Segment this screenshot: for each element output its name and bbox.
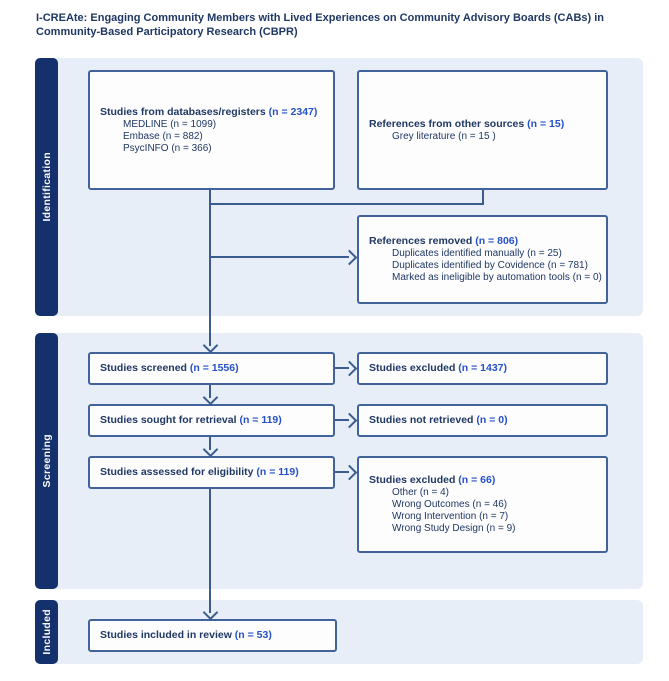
box-studies-from-databases-heading: Studies from databases/registers (n = 23…: [100, 106, 333, 119]
box-studies-screened-count: (n = 1556): [189, 362, 239, 374]
database-item-embase: Embase (n = 882): [123, 130, 203, 142]
box-studies-assessed-eligibility-label: Studies assessed for eligibility: [100, 466, 254, 478]
connector-databases-down: [209, 190, 211, 204]
box-studies-sought-retrieval-count: (n = 119): [239, 414, 282, 426]
box-studies-sought-retrieval: Studies sought for retrieval (n = 119): [88, 404, 335, 437]
included-stage-label: Included: [40, 609, 53, 655]
box-studies-assessed-eligibility-count: (n = 119): [256, 466, 299, 478]
connector-to-screened-line: [209, 203, 211, 346]
box-references-removed-count: (n = 806): [475, 235, 519, 247]
box-studies-screened: Studies screened (n = 1556): [88, 352, 335, 385]
box-studies-from-databases: Studies from databases/registers (n = 23…: [88, 70, 335, 190]
box-studies-included-review-label: Studies included in review: [100, 629, 232, 641]
box-studies-excluded-eligibility-label: Studies excluded: [369, 474, 456, 486]
excluded-item-wrong-outcomes: Wrong Outcomes (n = 46): [392, 499, 508, 510]
box-studies-excluded-eligibility-heading: Studies excluded (n = 66): [369, 474, 606, 487]
removed-item-duplicates-manual: Duplicates identified manually (n = 25): [392, 248, 562, 259]
box-studies-screened-label: Studies screened: [100, 362, 187, 374]
connector-screened-to-excluded-line: [335, 367, 349, 369]
other-sources-item-grey-literature: Grey literature (n = 15 ): [392, 130, 496, 142]
box-studies-not-retrieved-heading: Studies not retrieved (n = 0): [369, 414, 606, 427]
screening-stage-bar: Screening: [35, 333, 58, 589]
box-references-other-sources: References from other sources (n = 15) G…: [357, 70, 608, 190]
diagram-title: I-CREAte: Engaging Community Members wit…: [36, 11, 636, 39]
database-item-psycinfo: PsycINFO (n = 366): [123, 142, 212, 154]
box-studies-excluded-screening-heading: Studies excluded (n = 1437): [369, 362, 606, 375]
box-studies-excluded-screening-count: (n = 1437): [458, 362, 508, 374]
identification-stage-label: Identification: [40, 152, 53, 222]
excluded-item-wrong-intervention: Wrong Intervention (n = 7): [392, 511, 509, 522]
box-studies-excluded-eligibility-count: (n = 66): [458, 474, 496, 486]
diagram-title-line1: I-CREAte: Engaging Community Members wit…: [36, 12, 605, 24]
diagram-title-line2: Community-Based Participatory Research (…: [36, 26, 298, 38]
identification-stage-bar: Identification: [35, 58, 58, 316]
removed-item-ineligible-automation: Marked as ineligible by automation tools…: [392, 272, 602, 283]
box-studies-not-retrieved-count: (n = 0): [476, 414, 508, 426]
included-stage-bar: Included: [35, 600, 58, 664]
box-studies-sought-retrieval-heading: Studies sought for retrieval (n = 119): [100, 414, 333, 427]
box-studies-assessed-eligibility: Studies assessed for eligibility (n = 11…: [88, 456, 335, 489]
connector-merge-horizontal: [209, 203, 484, 205]
screening-stage-label: Screening: [40, 434, 53, 488]
box-studies-included-review-heading: Studies included in review (n = 53): [100, 629, 335, 642]
box-studies-from-databases-label: Studies from databases/registers: [100, 105, 266, 118]
connector-to-removed-line: [209, 256, 349, 258]
box-studies-excluded-screening-label: Studies excluded: [369, 362, 456, 374]
box-studies-included-review: Studies included in review (n = 53): [88, 619, 337, 652]
excluded-item-other: Other (n = 4): [392, 487, 449, 498]
connector-sought-to-notretrieved-line: [335, 419, 349, 421]
excluded-item-wrong-study-design: Wrong Study Design (n = 9): [392, 523, 516, 534]
box-studies-not-retrieved: Studies not retrieved (n = 0): [357, 404, 608, 437]
connector-sought-to-eligibility-line: [209, 437, 211, 450]
removed-item-duplicates-covidence: Duplicates identified by Covidence (n = …: [392, 260, 588, 271]
box-studies-screened-heading: Studies screened (n = 1556): [100, 362, 333, 375]
box-studies-included-review-count: (n = 53): [234, 629, 272, 641]
box-studies-sought-retrieval-label: Studies sought for retrieval: [100, 414, 237, 426]
box-references-removed-heading: References removed (n = 806): [369, 235, 606, 248]
box-studies-excluded-eligibility: Studies excluded (n = 66) Other (n = 4) …: [357, 456, 608, 553]
box-references-other-sources-count: (n = 15): [527, 117, 565, 130]
box-references-removed-label: References removed: [369, 235, 473, 247]
connector-eligibility-to-excluded-line: [335, 471, 349, 473]
box-references-other-sources-heading: References from other sources (n = 15): [369, 118, 606, 131]
box-studies-not-retrieved-label: Studies not retrieved: [369, 414, 474, 426]
box-references-removed: References removed (n = 806) Duplicates …: [357, 215, 608, 304]
connector-eligibility-to-included-line: [209, 489, 211, 613]
connector-other-sources-down: [482, 190, 484, 204]
box-studies-excluded-screening: Studies excluded (n = 1437): [357, 352, 608, 385]
box-references-other-sources-label: References from other sources: [369, 117, 525, 130]
box-studies-from-databases-count: (n = 2347): [268, 105, 318, 118]
box-studies-assessed-eligibility-heading: Studies assessed for eligibility (n = 11…: [100, 466, 333, 479]
database-item-medline: MEDLINE (n = 1099): [123, 118, 217, 130]
connector-screened-to-sought-line: [209, 385, 211, 398]
